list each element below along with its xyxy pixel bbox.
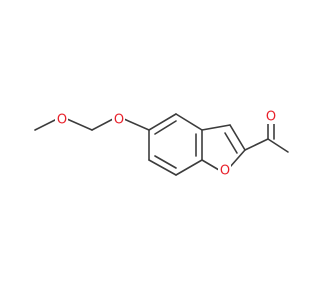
bond-furan-o-c7a bbox=[201, 159, 220, 171]
atom-o-carbonyl: O bbox=[264, 110, 277, 125]
atom-o-furan: O bbox=[218, 164, 231, 179]
bond-benzene-2 bbox=[175, 113, 203, 131]
bond-benzene-1 bbox=[148, 113, 177, 131]
bond-methyl-o bbox=[34, 118, 58, 131]
bond-layer bbox=[34, 113, 289, 176]
bond-furan-c3a-c3 bbox=[201, 124, 231, 131]
bond-furan-c3-c2 bbox=[229, 124, 246, 151]
atom-label-layer: O O O O bbox=[55, 110, 277, 179]
atom-o-ether: O bbox=[112, 113, 125, 128]
atom-label-o-ether: O bbox=[114, 113, 124, 128]
molecule-structure-drawing: O O O O bbox=[34, 110, 289, 179]
bond-benzene-5 bbox=[148, 159, 177, 176]
bond-furan-c3-c2-double bbox=[224, 132, 238, 154]
atom-label-o-furan: O bbox=[220, 164, 230, 179]
bond-benzene-double-1 bbox=[154, 120, 177, 135]
bond-c2-carbonyl bbox=[244, 138, 269, 151]
bond-benzene-4 bbox=[175, 159, 203, 176]
bond-carbonyl-methyl bbox=[267, 138, 289, 153]
atom-o-methyl: O bbox=[55, 113, 68, 128]
bond-ch2-o bbox=[91, 118, 114, 131]
bond-o-ring bbox=[123, 118, 150, 131]
structure-canvas: O O O O bbox=[34, 109, 289, 179]
bond-benzene-double-3 bbox=[154, 155, 177, 169]
bond-furan-c2-o bbox=[229, 149, 246, 168]
bond-o-ch2 bbox=[66, 118, 93, 131]
atom-label-o-carbonyl: O bbox=[266, 110, 276, 125]
atom-label-o-methyl: O bbox=[57, 113, 67, 128]
